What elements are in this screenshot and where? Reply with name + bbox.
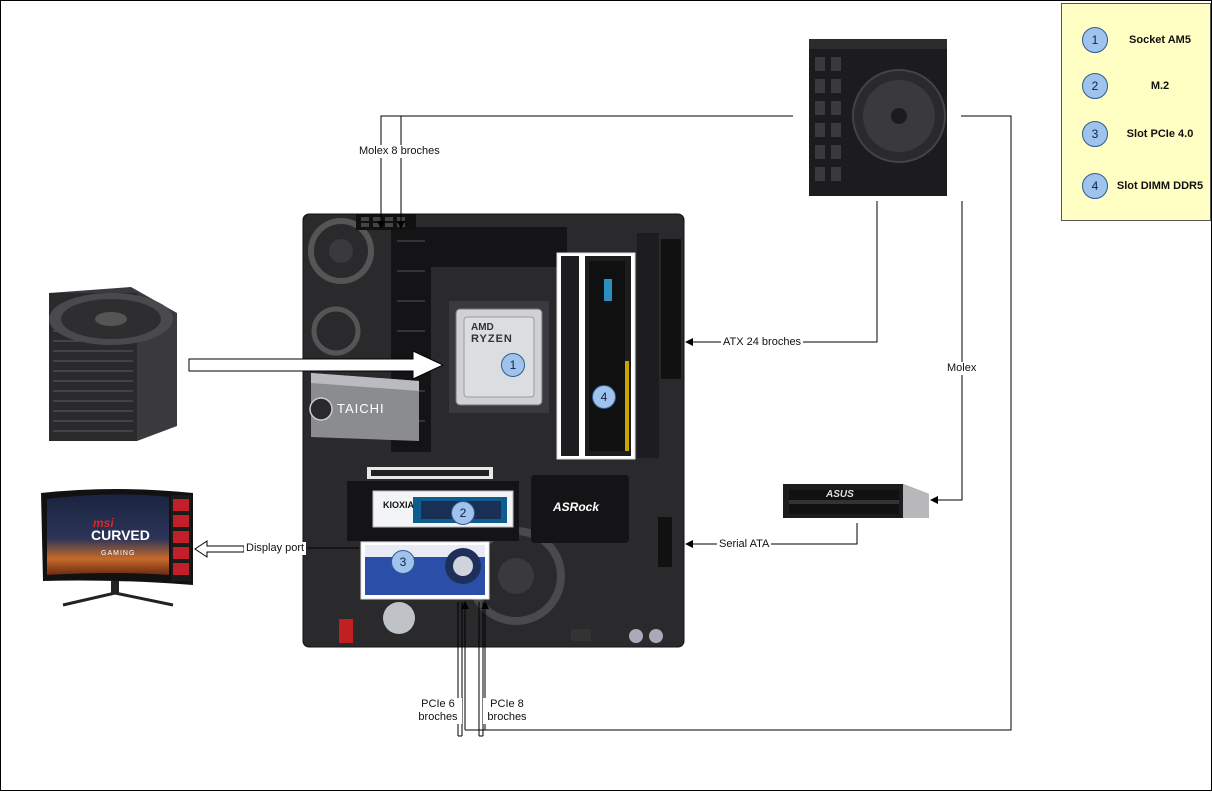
legend-label: Slot PCIe 4.0 bbox=[1126, 128, 1194, 140]
label-molex-8: Molex 8 broches bbox=[357, 145, 442, 158]
legend-label: Socket AM5 bbox=[1129, 34, 1191, 46]
monitor-brand-text: msi bbox=[93, 516, 114, 530]
monitor bbox=[41, 489, 193, 607]
legend-item: 1 Socket AM5 bbox=[1062, 25, 1212, 55]
board-maker-text: ASRock bbox=[553, 500, 600, 514]
ssd-brand-text: KIOXIA bbox=[383, 500, 415, 510]
display-arrow bbox=[194, 540, 245, 558]
legend-badge: 4 bbox=[1082, 173, 1108, 199]
label-molex: Molex bbox=[945, 362, 979, 375]
legend-item: 3 Slot PCIe 4.0 bbox=[1062, 119, 1212, 149]
cpu-model-text: RYZEN bbox=[471, 333, 513, 345]
cpu-cooler bbox=[49, 287, 177, 441]
board-brand-text: TAICHI bbox=[337, 401, 385, 416]
odd-brand-text: ASUS bbox=[826, 489, 854, 500]
legend-item: 2 M.2 bbox=[1062, 71, 1212, 101]
label-pcie-6: PCIe 6 broches bbox=[414, 698, 462, 724]
legend-item: 4 Slot DIMM DDR5 bbox=[1062, 171, 1212, 201]
legend-label: M.2 bbox=[1150, 80, 1170, 92]
cpu-brand-text: AMD bbox=[471, 322, 494, 333]
legend: 1 Socket AM5 2 M.2 3 Slot PCIe 4.0 4 Slo… bbox=[1061, 3, 1211, 221]
legend-badge: 2 bbox=[1082, 73, 1108, 99]
badge-dimm: 4 bbox=[592, 385, 616, 409]
legend-label: Slot DIMM DDR5 bbox=[1116, 180, 1204, 192]
badge-cpu: 1 bbox=[501, 353, 525, 377]
label-pcie-8: PCIe 8 broches bbox=[483, 698, 531, 724]
optical-drive bbox=[783, 484, 929, 518]
badge-m2: 2 bbox=[451, 501, 475, 525]
label-atx-24: ATX 24 broches bbox=[721, 336, 804, 349]
power-supply bbox=[809, 39, 947, 196]
legend-badge: 1 bbox=[1082, 27, 1108, 53]
monitor-sub-text: GAMING bbox=[101, 550, 136, 557]
label-serial-ata: Serial ATA bbox=[717, 538, 772, 551]
legend-badge: 3 bbox=[1082, 121, 1108, 147]
cooler-to-cpu-arrow bbox=[188, 350, 445, 380]
label-display-port: Display port bbox=[244, 542, 307, 555]
badge-pcie: 3 bbox=[391, 550, 415, 574]
motherboard bbox=[302, 213, 685, 648]
monitor-model-text: CURVED bbox=[91, 527, 150, 543]
